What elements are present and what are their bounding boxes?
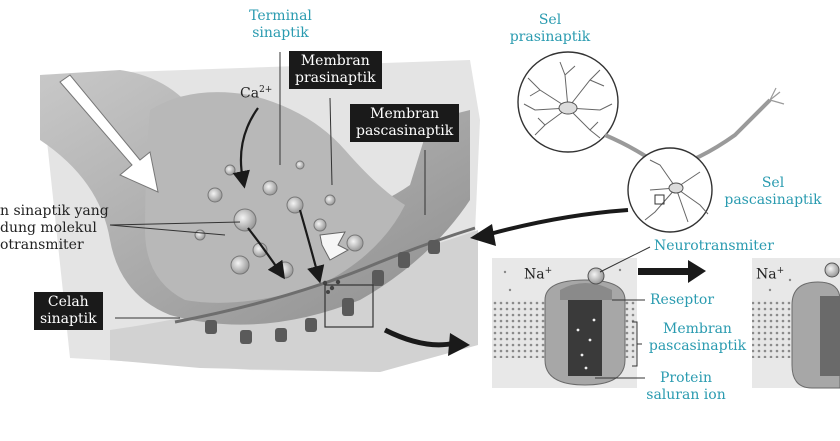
label-sel-pra-line2: prasinaptik (509, 29, 591, 45)
label-protein-line1: Protein (660, 370, 712, 386)
label-membran-pascasinaptik: Membran pascasinaptik (350, 104, 460, 142)
postsynaptic-neuron (627, 147, 713, 233)
label-reseptor: Reseptor (650, 292, 715, 308)
receptor-row (205, 240, 440, 344)
label-na-right: Na+ (756, 263, 784, 284)
label-sel-prasinaptik: Sel prasinaptik (500, 12, 600, 46)
label-membran-pascasinaptik-inset: Membran pascasinaptik (645, 321, 750, 355)
label-neurotransmiter: Neurotransmiter (654, 238, 774, 254)
label-sel-pascasinaptik: Sel pascasinaptik (718, 175, 828, 209)
state-arrow (638, 268, 690, 275)
label-membran-pasca-inset-line2: pascasinaptik (648, 338, 747, 354)
label-membran-pra-line2: prasinaptik (295, 70, 376, 86)
neuron-to-synapse-arrow (489, 208, 629, 236)
released-neurotransmitter (322, 279, 341, 294)
label-membran-pasca-inset-line1: Membran (663, 321, 732, 337)
label-protein-line2: saluran ion (646, 387, 726, 403)
label-celah-sinaptik: Celah sinaptik (34, 292, 103, 330)
label-celah-line1: Celah (47, 294, 89, 310)
label-ca: Ca2+ (240, 82, 272, 103)
label-protein-saluran-ion: Protein saluran ion (636, 370, 736, 404)
label-ca-sup: 2+ (259, 85, 273, 95)
label-terminal-sinaptik: Terminal sinaptik (238, 8, 323, 42)
label-membran-pasca-line2: pascasinaptik (356, 123, 454, 139)
label-na-right-sup: + (776, 266, 785, 276)
leader-lines-main (109, 52, 426, 319)
label-vesikel-sinaptik: n sinaptik yang dung molekul otransmiter (0, 203, 109, 254)
label-sel-pasca-line1: Sel (761, 175, 785, 191)
label-terminal-line2: sinaptik (252, 25, 309, 41)
label-sel-pra-line1: Sel (538, 12, 562, 28)
label-na-left-base: Na (524, 266, 545, 283)
label-sel-pasca-line2: pascasinaptik (724, 192, 822, 208)
presynaptic-neuron (517, 51, 619, 153)
label-na-right-base: Na (756, 266, 777, 283)
inset-channel-open (752, 258, 840, 389)
inset-channel-closed (492, 258, 637, 388)
label-vesikel-line3: otransmiter (0, 237, 84, 253)
ca-influx-arrows (232, 107, 325, 284)
label-terminal-line1: Terminal (249, 8, 312, 24)
label-membran-pra-line1: Membran (300, 53, 370, 69)
leader-lines-inset (595, 246, 651, 379)
release-arrow (319, 231, 350, 261)
label-ca-base: Ca (240, 85, 260, 102)
zoom-box (324, 284, 374, 328)
label-membran-prasinaptik: Membran prasinaptik (289, 51, 382, 89)
label-na-left: Na+ (524, 263, 552, 284)
label-na-left-sup: + (544, 266, 553, 276)
label-vesikel-line1: n sinaptik yang (0, 203, 109, 219)
label-celah-line2: sinaptik (40, 311, 97, 327)
label-membran-pasca-line1: Membran (370, 106, 440, 122)
label-vesikel-line2: dung molekul (0, 220, 97, 236)
